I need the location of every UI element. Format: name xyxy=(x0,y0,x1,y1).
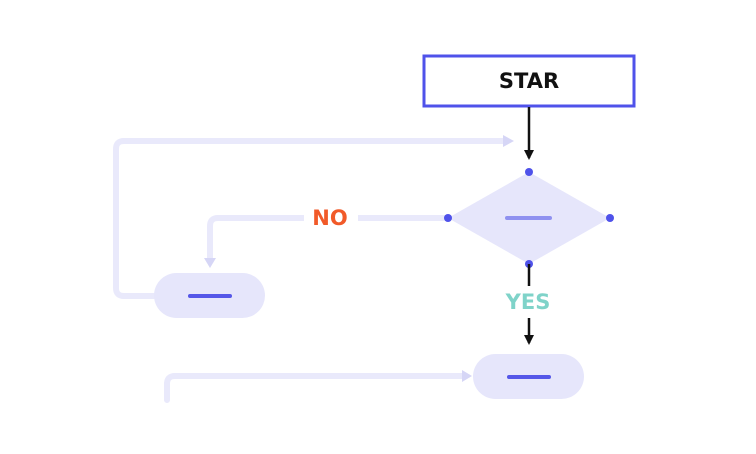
no-branch-connector xyxy=(207,215,447,261)
loop-back-connector xyxy=(113,138,506,299)
no-branch-arrowhead xyxy=(204,258,216,268)
decision-left-dot xyxy=(444,214,452,222)
no-label-backdrop xyxy=(304,206,358,232)
decision-top-dot xyxy=(525,168,533,176)
loop-back-arrowhead xyxy=(503,135,514,147)
decision-right-dot xyxy=(606,214,614,222)
bottom-incoming-arrowhead xyxy=(462,370,472,382)
no-label: NO xyxy=(312,206,348,230)
start-box xyxy=(422,54,636,108)
start-label: STAR xyxy=(498,69,560,93)
yes-label: YES xyxy=(505,290,551,314)
bottom-incoming-connector xyxy=(164,373,465,403)
